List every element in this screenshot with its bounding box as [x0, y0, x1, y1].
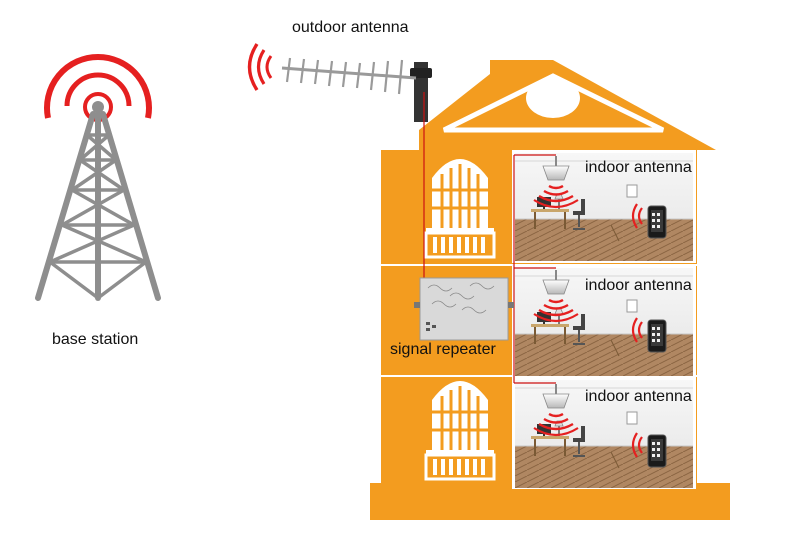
balcony-window-top [424, 157, 496, 259]
balcony-window-bottom [424, 379, 496, 481]
indoor-antenna-label-bottom: indoor antenna [585, 388, 692, 405]
outdoor-antenna-label: outdoor antenna [292, 19, 409, 36]
indoor-antenna-label-middle: indoor antenna [585, 277, 692, 294]
cell-tower-icon [35, 54, 161, 301]
attic-window [526, 78, 580, 118]
signal-repeater-icon [414, 277, 514, 341]
indoor-antenna-label-top: indoor antenna [585, 159, 692, 176]
cable-lines [423, 92, 556, 384]
signal-repeater-label: signal repeater [390, 341, 496, 358]
yagi-antenna-icon [247, 43, 432, 122]
base-station-label: base station [52, 331, 139, 348]
